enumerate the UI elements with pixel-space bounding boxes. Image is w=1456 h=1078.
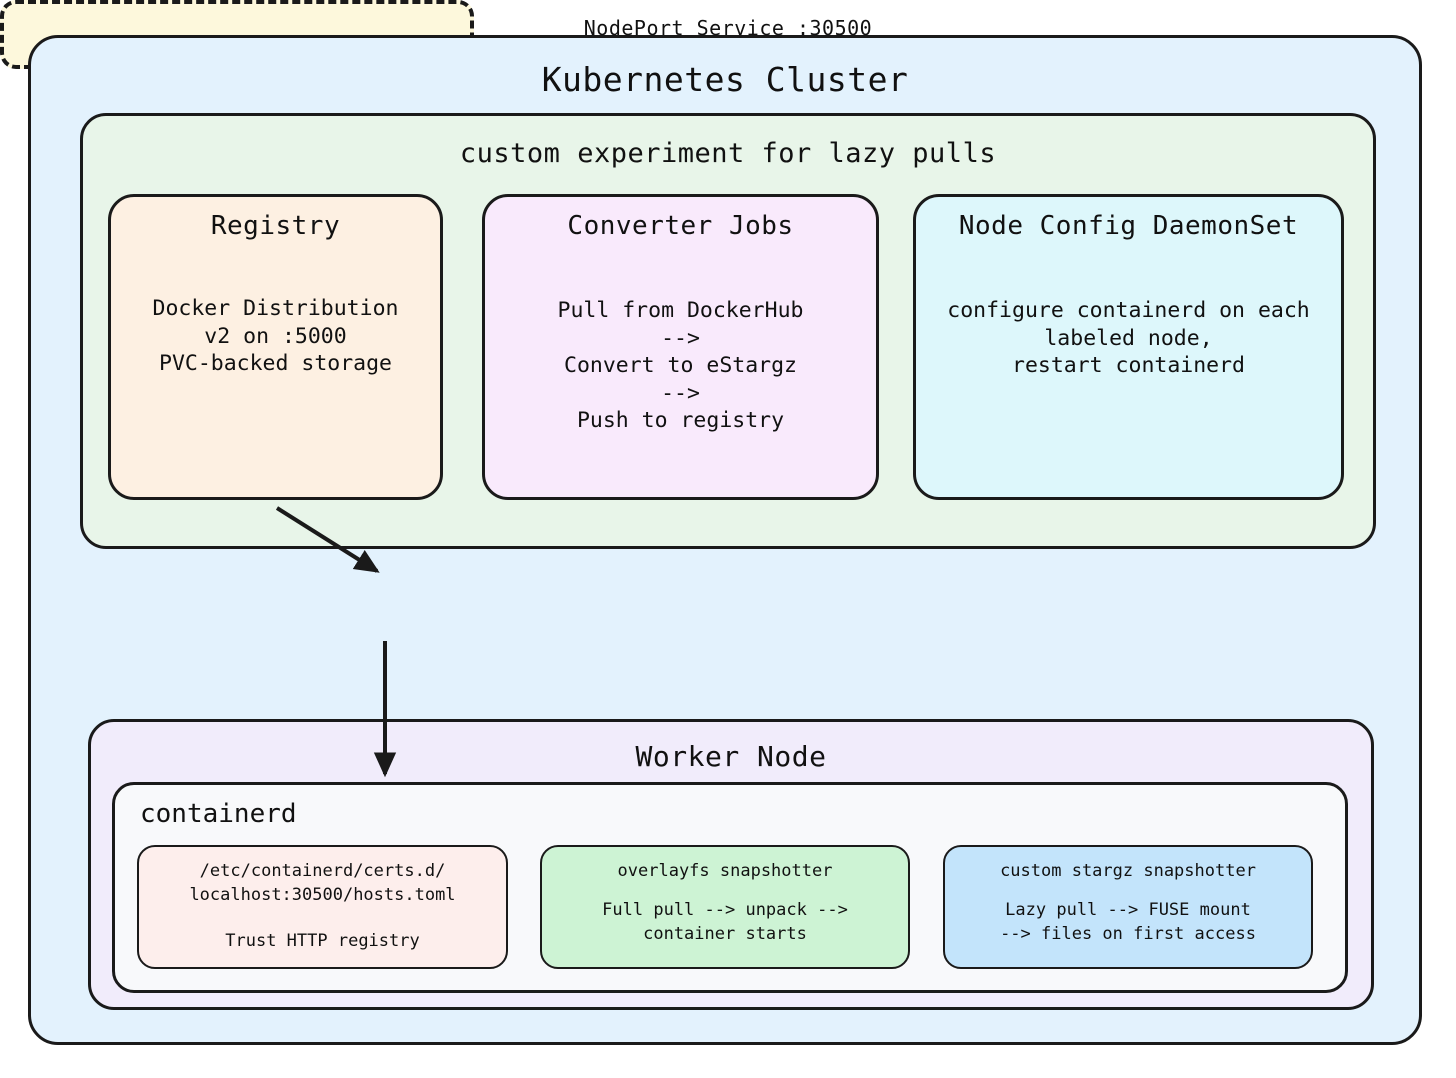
nodeport-service-label: NodePort Service :30500: [583, 16, 873, 40]
converter-jobs-card-body: Pull from DockerHub --> Convert to eStar…: [557, 298, 804, 434]
stargz-snapshotter-card: custom stargz snapshotter Lazy pull --> …: [943, 845, 1313, 969]
overlayfs-snapshotter-card-title: overlayfs snapshotter: [617, 861, 833, 881]
converter-jobs-card: Converter Jobs Pull from DockerHub --> C…: [482, 194, 879, 500]
overlayfs-snapshotter-card: overlayfs snapshotter Full pull --> unpa…: [540, 845, 910, 969]
cluster-title: Kubernetes Cluster: [541, 60, 909, 99]
node-config-daemonset-card: Node Config DaemonSet configure containe…: [913, 194, 1344, 500]
stargz-snapshotter-card-body: Lazy pull --> FUSE mount --> files on fi…: [1000, 900, 1256, 944]
registry-card-body: Docker Distribution v2 on :5000 PVC-back…: [152, 296, 399, 377]
registry-card-title: Registry: [210, 211, 341, 241]
certs-config-card-title: /etc/containerd/certs.d/ localhost:30500…: [189, 861, 456, 906]
certs-config-card: /etc/containerd/certs.d/ localhost:30500…: [137, 845, 508, 969]
experiment-group-title: custom experiment for lazy pulls: [459, 138, 997, 169]
overlayfs-snapshotter-card-body: Full pull --> unpack --> container start…: [602, 900, 848, 944]
stargz-snapshotter-card-title: custom stargz snapshotter: [1000, 861, 1256, 881]
worker-node-title: Worker Node: [635, 740, 827, 773]
converter-jobs-card-title: Converter Jobs: [567, 211, 794, 241]
containerd-label: containerd: [140, 799, 297, 829]
node-config-daemonset-card-title: Node Config DaemonSet: [958, 211, 1299, 241]
registry-card: Registry Docker Distribution v2 on :5000…: [108, 194, 443, 500]
certs-config-card-body: Trust HTTP registry: [225, 931, 420, 951]
node-config-daemonset-card-body: configure containerd on each labeled nod…: [947, 298, 1310, 379]
